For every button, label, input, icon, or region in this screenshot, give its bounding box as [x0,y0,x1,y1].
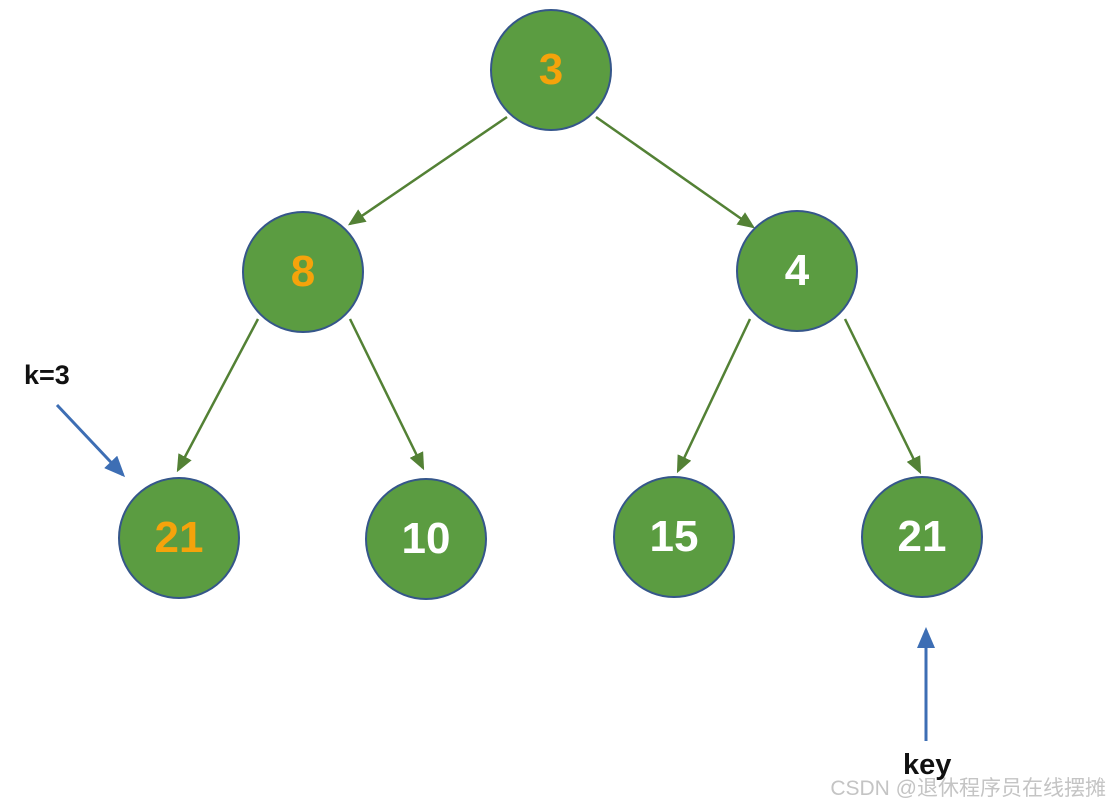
k-equals-3-label: k=3 [24,360,70,390]
edge-root-to-left [347,115,508,226]
key-label: key [903,749,952,781]
node-value: 4 [784,246,810,295]
tree-node-root: 3 [490,9,612,131]
edge-root-to-right [595,115,756,229]
csdn-watermark: CSDN @退休程序员在线摆摊 [830,777,1106,800]
tree-node-left-left: 21 [118,477,240,599]
tree-node-right: 4 [736,210,858,332]
k-pointer-arrow [55,403,126,478]
node-value: 21 [897,512,947,561]
tree-node-right-right: 21 [861,476,983,598]
tree-node-right-left: 15 [613,476,735,598]
node-value: 8 [290,247,316,296]
edge-left-to-leftleft [176,318,260,473]
node-value: 21 [154,513,204,562]
node-value: 3 [538,45,564,94]
node-value: 10 [401,514,451,563]
edge-right-to-rightleft [676,318,752,474]
edge-left-to-leftright [348,318,425,471]
node-value: 15 [649,512,699,561]
tree-node-left-right: 10 [365,478,487,600]
edge-right-to-rightright [843,318,922,475]
tree-node-left: 8 [242,211,364,333]
